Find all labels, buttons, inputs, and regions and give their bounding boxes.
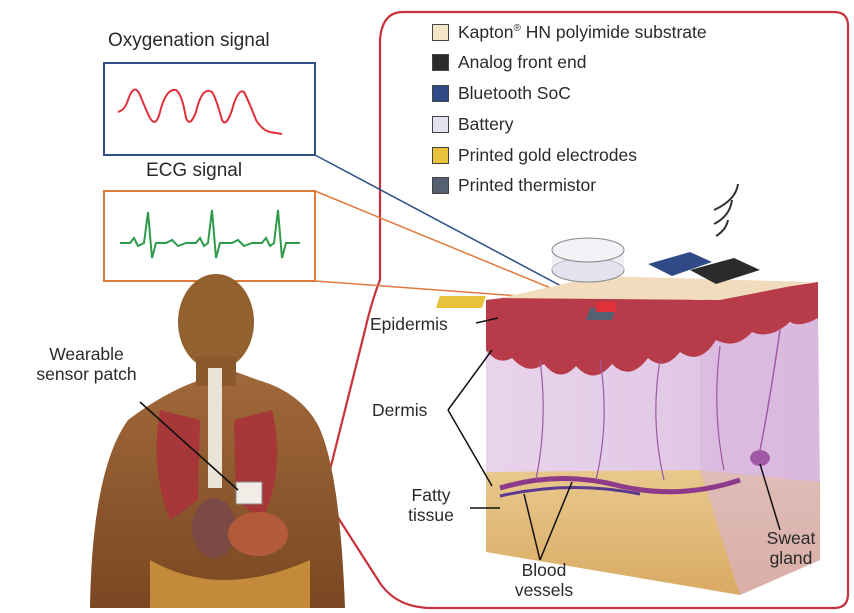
legend-label-thermistor: Printed thermistor [458,175,596,196]
wireless-signal-icon [714,184,738,236]
dermis-pointer-1 [448,350,492,410]
legend-item-kapton: Kapton® HN polyimide substrate [432,22,707,43]
legend-swatch-afe [432,54,449,71]
legend-item-battery: Battery [432,114,513,135]
highlight-sensor [596,302,616,312]
wearable-label: Wearable sensor patch [24,344,149,384]
ecg-connector-bottom [315,281,520,296]
gold-electrode [436,296,486,308]
fatty-label-line2: tissue [398,505,464,525]
legend-swatch-battery [432,116,449,133]
wearable-label-line2: sensor patch [24,364,149,384]
sweat-label-line2: gland [756,548,826,568]
ecg-title: ECG signal [146,160,242,182]
blood-vessels-label: Blood vessels [504,560,584,600]
legend-label-bluetooth: Bluetooth SoC [458,83,571,104]
legend-label-gold: Printed gold electrodes [458,145,637,166]
wearable-label-line1: Wearable [24,344,149,364]
fatty-tissue-label: Fatty tissue [398,485,464,525]
sweat-gland-label: Sweat gland [756,528,826,568]
legend-swatch-gold [432,147,449,164]
legend-label-battery: Battery [458,114,513,135]
legend-item-afe: Analog front end [432,52,586,73]
dermis-pointer-2 [448,410,492,486]
legend-item-gold: Printed gold electrodes [432,145,637,166]
oxygenation-box [104,63,315,155]
legend-swatch-bluetooth [432,85,449,102]
blood-label-line1: Blood [504,560,584,580]
legend-swatch-thermistor [432,177,449,194]
ecg-connector-top [315,191,570,296]
human-torso-illustration [90,274,345,608]
legend-item-bluetooth: Bluetooth SoC [432,83,571,104]
blood-label-line2: vessels [504,580,584,600]
legend-swatch-kapton [432,24,449,41]
legend-label-kapton: Kapton® HN polyimide substrate [458,22,707,43]
fatty-label-line1: Fatty [398,485,464,505]
dermis-label: Dermis [372,400,427,420]
legend-label-afe: Analog front end [458,52,586,73]
sweat-label-line1: Sweat [756,528,826,548]
oxygenation-title: Oxygenation signal [108,30,270,52]
legend-item-thermistor: Printed thermistor [432,175,596,196]
epidermis-label: Epidermis [370,314,448,334]
